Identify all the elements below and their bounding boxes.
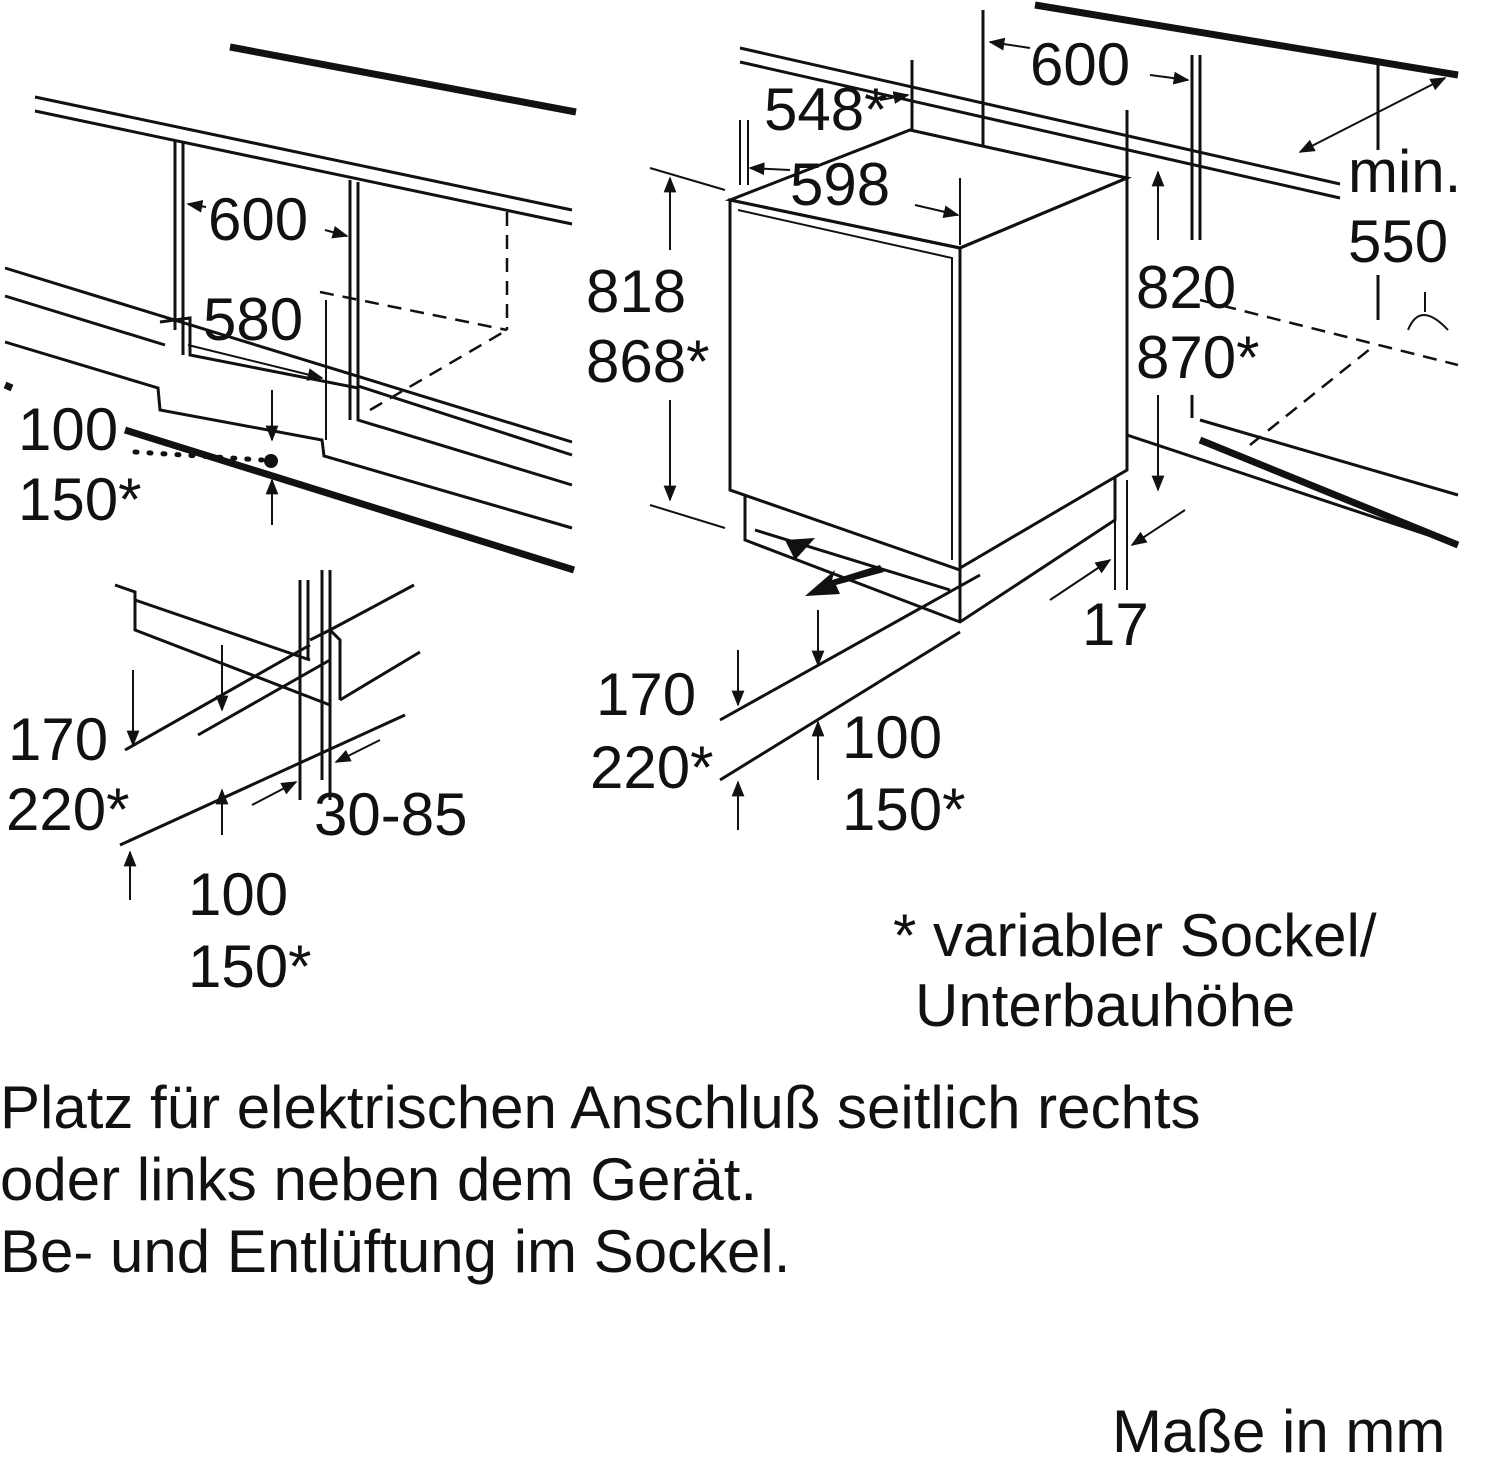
dim-appliance-niche-width: 600 (1030, 31, 1130, 98)
dim-plinth-depth-variable: 220* (6, 776, 129, 843)
plinth-detail (114, 570, 421, 900)
dimension-labels: 600 580 100 150* 170 220* 30-85 100 150*… (6, 31, 1461, 1000)
dim-plinth-height-variable: 150* (18, 466, 141, 533)
dim-appliance-plinth-depth: 170 (596, 661, 696, 728)
dim-appliance-width: 598 (790, 151, 890, 218)
dim-min-depth: 550 (1348, 208, 1448, 275)
niche-drawing (3, 43, 577, 574)
dim-plinth-depth: 170 (8, 706, 108, 773)
dim-plinth-height-variable: 150* (188, 933, 311, 1000)
dim-plinth-height: 100 (18, 396, 118, 463)
units-label: Maße in mm (1112, 1398, 1446, 1465)
dim-appliance-height: 818 (586, 258, 686, 325)
dim-appliance-plinth-height: 100 (842, 704, 942, 771)
note-line-1: Platz für elektrischen Anschluß seitlich… (0, 1074, 1201, 1141)
note-line-2: oder links neben dem Gerät. (0, 1146, 758, 1213)
dim-appliance-depth: 548* (764, 76, 887, 143)
dim-niche-height-variable: 870* (1136, 324, 1259, 391)
dim-plinth-offset: 30-85 (314, 781, 467, 848)
dim-appliance-height-variable: 868* (586, 328, 709, 395)
appliance-drawing (649, 1, 1460, 830)
air-intake-arrow-icon (740, 538, 815, 568)
note-line-3: Be- und Entlüftung im Sockel. (0, 1218, 791, 1285)
dim-niche-width: 600 (208, 186, 308, 253)
dim-plinth-height: 100 (188, 861, 288, 928)
dim-inner-width: 580 (203, 286, 303, 353)
dim-min-label: min. (1348, 138, 1461, 205)
footnote-line-2: Unterbauhöhe (915, 972, 1296, 1039)
dim-niche-height: 820 (1136, 254, 1236, 321)
footnote-line-1: * variabler Sockel/ (893, 902, 1377, 969)
dim-side-gap: 17 (1082, 591, 1149, 658)
dim-appliance-plinth-height-variable: 150* (842, 776, 965, 843)
dim-appliance-plinth-depth-variable: 220* (590, 734, 713, 801)
air-exhaust-arrow-icon (805, 565, 884, 596)
